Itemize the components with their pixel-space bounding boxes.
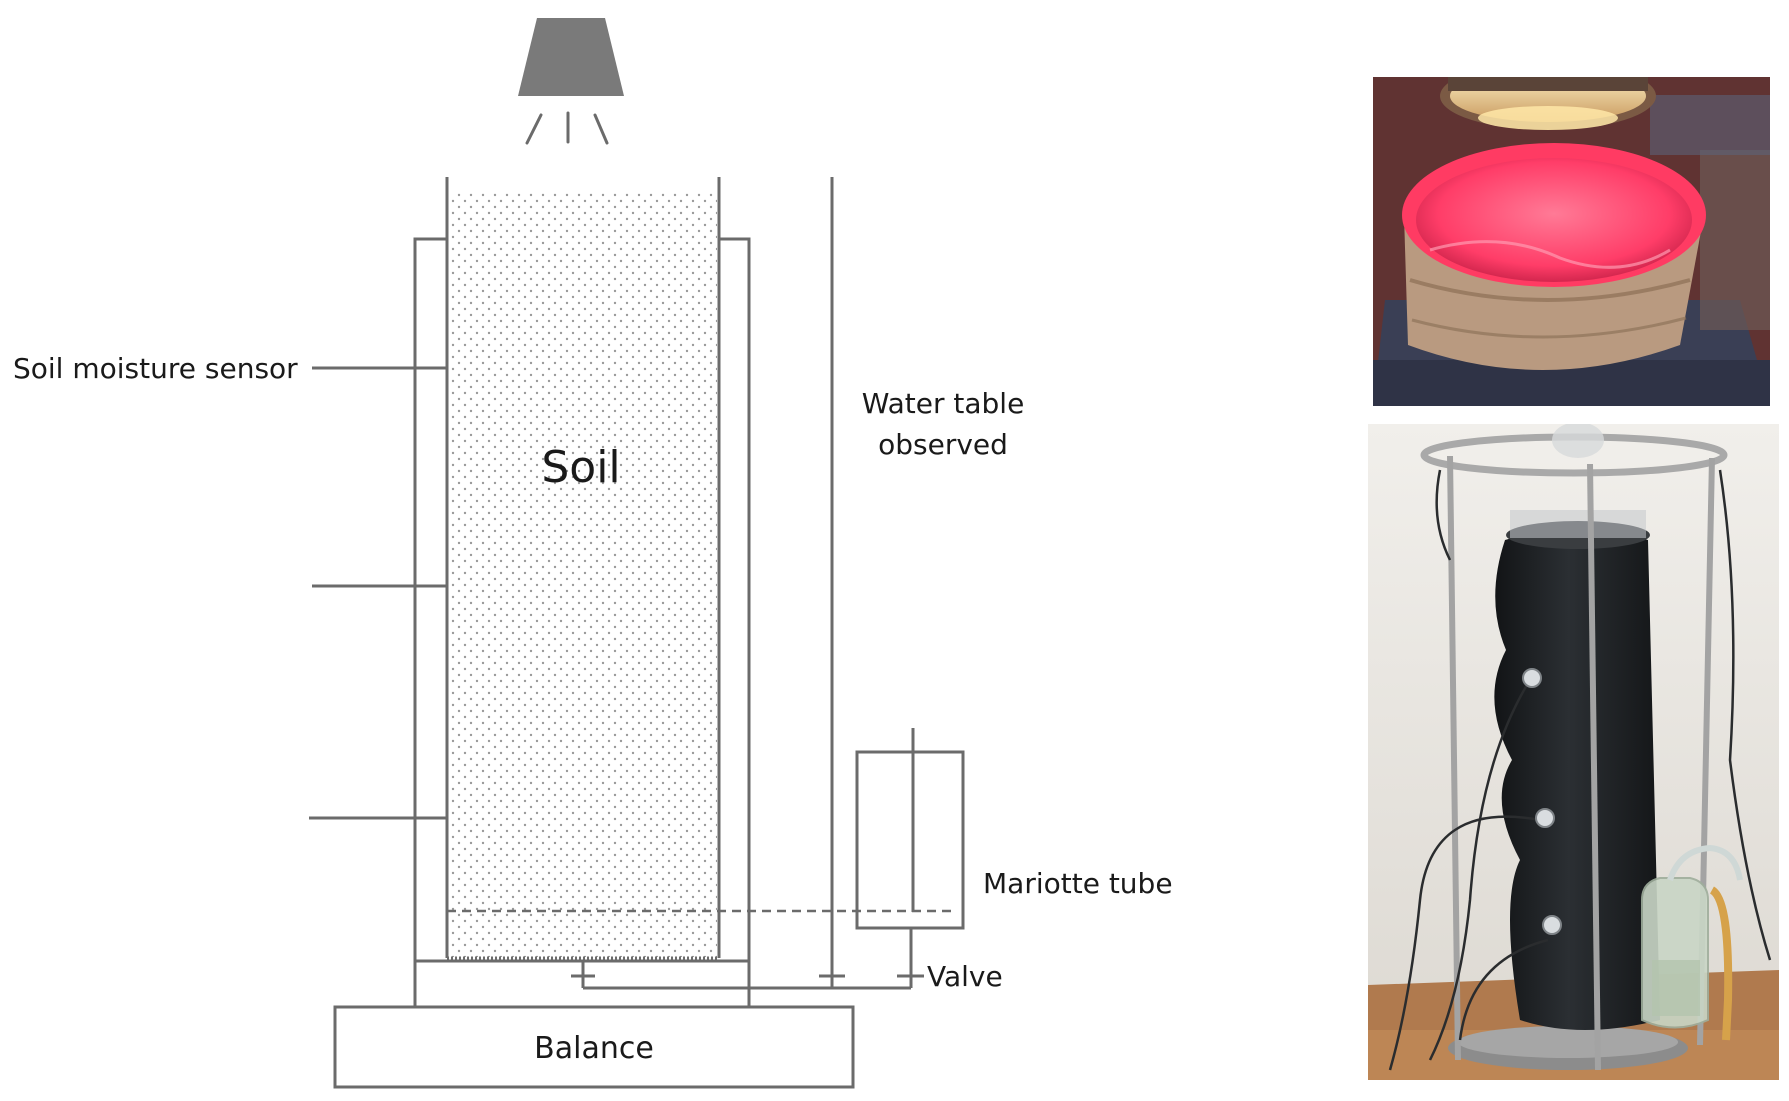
soil-moisture-sensor-label: Soil moisture sensor — [13, 352, 298, 385]
lamp-icon — [518, 18, 624, 96]
valve-label: Valve — [927, 960, 1003, 993]
soil-column — [445, 177, 721, 960]
balance-label: Balance — [534, 1031, 654, 1066]
mariotte-tube-label: Mariotte tube — [983, 867, 1173, 900]
connecting-pipe — [581, 961, 911, 990]
photo-soil-column-apparatus — [1368, 424, 1779, 1080]
soil-label: Soil — [541, 442, 620, 493]
balance-box — [333, 1005, 855, 1089]
schematic-diagram: Soil Soil moisture sensor Water table ob… — [13, 18, 1173, 1089]
water-table-label-line1: Water table — [862, 387, 1025, 420]
mariotte-tube — [855, 750, 965, 930]
soil-fill — [450, 193, 717, 957]
lamp-rays — [525, 111, 609, 145]
water-table-label-line2: observed — [878, 428, 1008, 461]
photo-heat-lamp-container — [1373, 77, 1770, 406]
soil-moisture-sensors — [309, 366, 447, 820]
